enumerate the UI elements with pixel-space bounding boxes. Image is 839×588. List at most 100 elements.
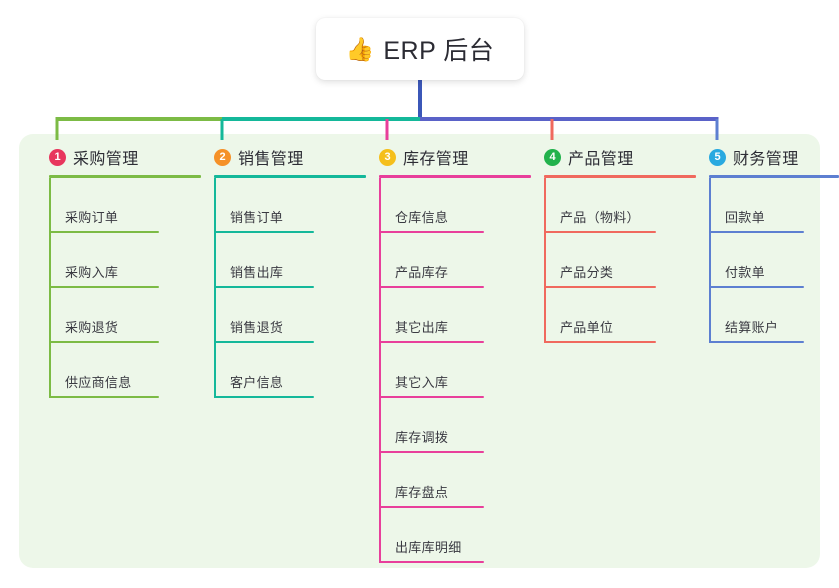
branch-item-label: 供应商信息 — [65, 375, 132, 390]
branch-item-rule — [379, 451, 484, 453]
branch-title: 销售管理 — [238, 151, 304, 168]
branch-header-5[interactable]: 5 财务管理 — [709, 144, 839, 170]
branch-item-rule — [709, 286, 804, 288]
branch-item[interactable]: 付款单 — [691, 233, 839, 288]
branch-spine — [379, 178, 381, 563]
branch-header-3[interactable]: 3 库存管理 — [379, 144, 531, 170]
thumbs-up-icon: 👍 — [345, 35, 375, 62]
branch-item-rule — [709, 231, 804, 233]
branch-item[interactable]: 客户信息 — [196, 343, 366, 398]
branch-number-badge: 5 — [709, 148, 726, 166]
branch-spine — [544, 178, 546, 343]
branch-item-label: 客户信息 — [230, 375, 284, 390]
branch-item-label: 出库库明细 — [395, 540, 462, 555]
branch-item-rule — [544, 231, 656, 233]
branch-item[interactable]: 回款单 — [691, 178, 839, 233]
branch-item[interactable]: 出库库明细 — [361, 508, 531, 563]
branch-item-rule — [544, 286, 656, 288]
branch-title: 财务管理 — [733, 151, 799, 168]
branch-item[interactable]: 采购订单 — [31, 178, 201, 233]
branch-item[interactable]: 产品单位 — [526, 288, 696, 343]
branch-item[interactable]: 销售退货 — [196, 288, 366, 343]
branch-item-rule — [379, 561, 484, 563]
root-title: ERP 后台 — [383, 37, 495, 65]
branch-item-rule — [49, 286, 159, 288]
branch-item-label: 其它入库 — [395, 375, 449, 390]
branch-item-label: 回款单 — [725, 210, 765, 225]
branch-item-label: 销售出库 — [230, 265, 284, 280]
branch-item-rule — [379, 231, 484, 233]
branch-item-list: 销售订单销售出库销售退货客户信息 — [196, 178, 366, 398]
branch-spine — [49, 178, 51, 398]
branch-item[interactable]: 供应商信息 — [31, 343, 201, 398]
branch-item-label: 产品单位 — [560, 320, 614, 335]
branch-column-5: 5 财务管理回款单付款单结算账户 — [691, 144, 839, 343]
branch-item-label: 采购入库 — [65, 265, 119, 280]
branch-item-label: 库存盘点 — [395, 485, 449, 500]
branch-item-rule — [544, 341, 656, 343]
branch-item-label: 产品（物料） — [560, 210, 640, 225]
branch-item[interactable]: 其它入库 — [361, 343, 531, 398]
branch-item-rule — [214, 286, 314, 288]
branch-column-2: 2 销售管理销售订单销售出库销售退货客户信息 — [196, 144, 366, 398]
branch-item-rule — [49, 396, 159, 398]
branch-header-rule — [214, 175, 366, 178]
branch-title: 库存管理 — [403, 151, 469, 168]
branch-item-label: 结算账户 — [725, 320, 779, 335]
branch-item[interactable]: 销售订单 — [196, 178, 366, 233]
branch-column-4: 4 产品管理产品（物料） 产品分类产品单位 — [526, 144, 696, 343]
branch-header-rule — [709, 175, 839, 178]
branch-title: 采购管理 — [73, 151, 139, 168]
branch-item-list: 仓库信息产品库存其它出库其它入库库存调拨库存盘点出库库明细 — [361, 178, 531, 563]
branch-item-list: 产品（物料） 产品分类产品单位 — [526, 178, 696, 343]
branch-item-label: 采购订单 — [65, 210, 119, 225]
branch-item[interactable]: 采购退货 — [31, 288, 201, 343]
branch-item-list: 采购订单采购入库采购退货供应商信息 — [31, 178, 201, 398]
branch-spine — [709, 178, 711, 343]
branch-header-rule — [544, 175, 696, 178]
branch-item-rule — [214, 231, 314, 233]
branch-item-list: 回款单付款单结算账户 — [691, 178, 839, 343]
branch-item-rule — [49, 231, 159, 233]
branch-item-label: 付款单 — [725, 265, 765, 280]
branch-item[interactable]: 库存调拨 — [361, 398, 531, 453]
branch-spine — [214, 178, 216, 398]
branch-header-rule — [379, 175, 531, 178]
branch-item[interactable]: 采购入库 — [31, 233, 201, 288]
branch-number-badge: 1 — [49, 148, 66, 166]
branch-item[interactable]: 仓库信息 — [361, 178, 531, 233]
branch-header-1[interactable]: 1 采购管理 — [49, 144, 201, 170]
branch-item-label: 仓库信息 — [395, 210, 449, 225]
branch-header-4[interactable]: 4 产品管理 — [544, 144, 696, 170]
branch-item-rule — [379, 396, 484, 398]
branch-item-label: 库存调拨 — [395, 430, 449, 445]
branch-item-label: 销售订单 — [230, 210, 284, 225]
branch-item-rule — [379, 341, 484, 343]
branch-title: 产品管理 — [568, 151, 634, 168]
branch-header-2[interactable]: 2 销售管理 — [214, 144, 366, 170]
branches-panel — [19, 134, 820, 568]
branch-item[interactable]: 产品库存 — [361, 233, 531, 288]
branch-number-badge: 2 — [214, 148, 231, 166]
branch-item-label: 销售退货 — [230, 320, 284, 335]
branch-number-badge: 3 — [379, 148, 396, 166]
branch-item[interactable]: 库存盘点 — [361, 453, 531, 508]
branch-number-badge: 4 — [544, 148, 561, 166]
branch-item[interactable]: 产品分类 — [526, 233, 696, 288]
root-node[interactable]: 👍 ERP 后台 — [316, 18, 524, 80]
branch-item[interactable]: 销售出库 — [196, 233, 366, 288]
branch-item-rule — [214, 341, 314, 343]
branch-item[interactable]: 产品（物料） — [526, 178, 696, 233]
branch-item-label: 产品分类 — [560, 265, 614, 280]
branch-item-rule — [709, 341, 804, 343]
branch-item[interactable]: 结算账户 — [691, 288, 839, 343]
branch-item[interactable]: 其它出库 — [361, 288, 531, 343]
branch-column-1: 1 采购管理采购订单采购入库采购退货供应商信息 — [31, 144, 201, 398]
branch-header-rule — [49, 175, 201, 178]
branch-column-3: 3 库存管理仓库信息产品库存其它出库其它入库库存调拨库存盘点出库库明细 — [361, 144, 531, 563]
branch-item-rule — [49, 341, 159, 343]
branch-item-rule — [379, 506, 484, 508]
branch-item-label: 其它出库 — [395, 320, 449, 335]
branch-item-label: 产品库存 — [395, 265, 449, 280]
